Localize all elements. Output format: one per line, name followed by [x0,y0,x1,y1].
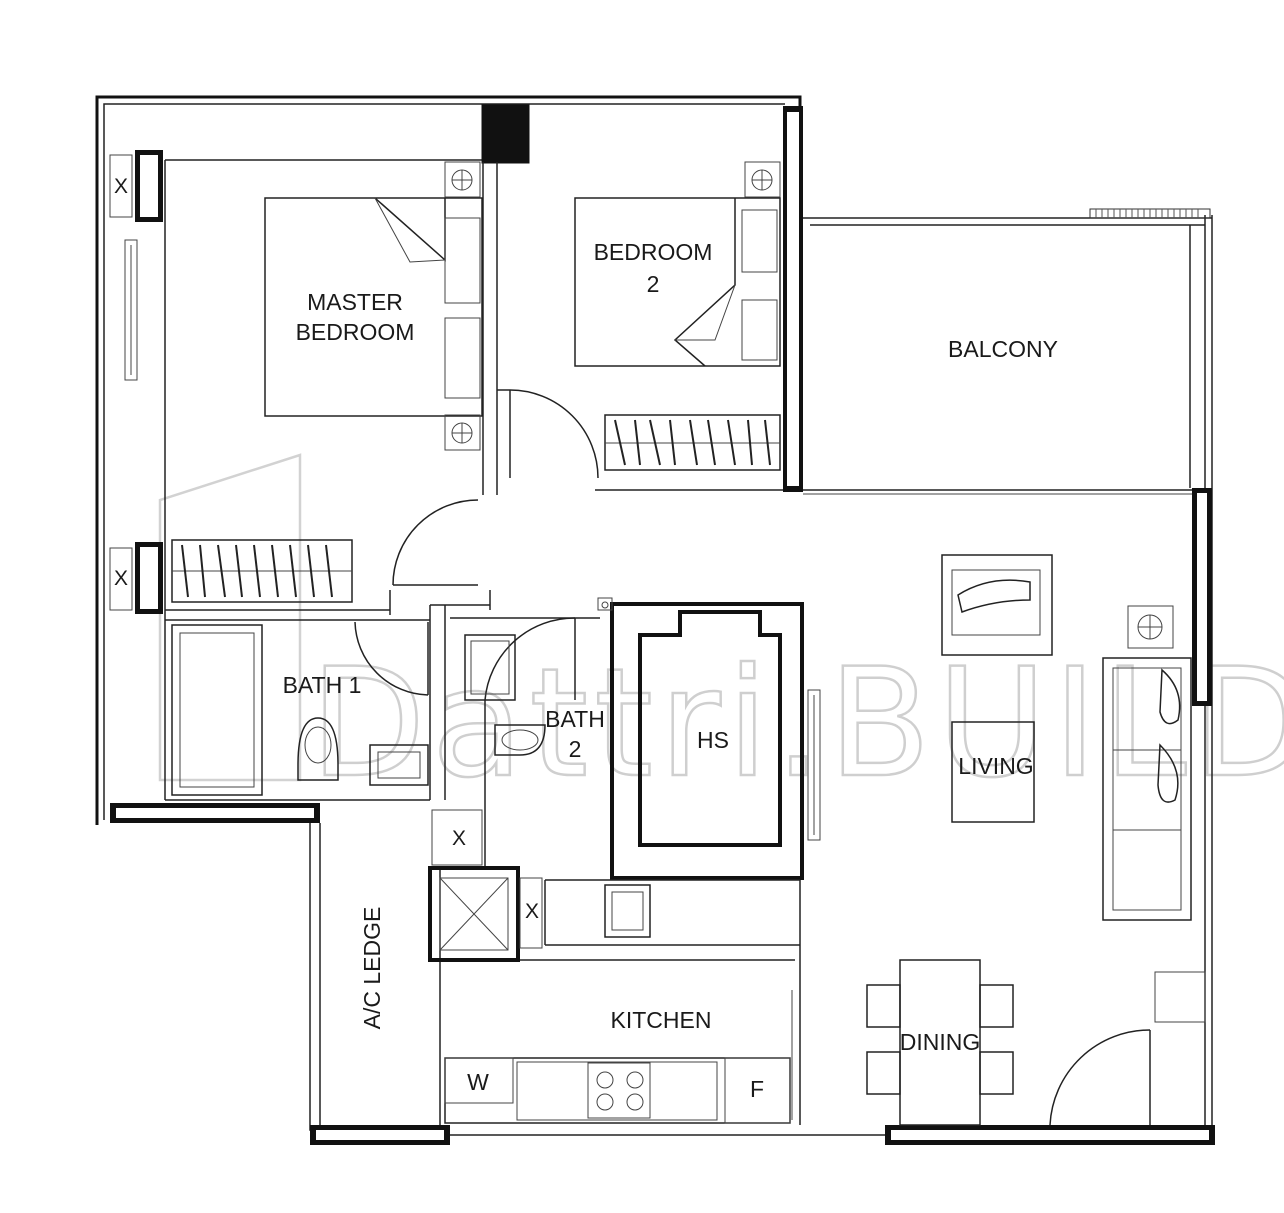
label-balcony: BALCONY [948,336,1058,362]
master-bed [264,197,483,417]
outer-walls: X X [95,95,1215,1145]
shaft-mark: X [525,900,539,923]
label-living: LIVING [958,753,1033,779]
room-labels: MASTER BEDROOM BEDROOM 2 BALCONY BATH 1 … [283,239,1058,1102]
watermark: Dattri.BUILD [158,453,1284,812]
internal-walls: X X [165,162,821,1125]
label-ac-ledge: A/C LEDGE [359,907,385,1030]
label-master-line1: MASTER [307,289,403,315]
shaft-mark: X [114,175,128,198]
label-fridge: F [750,1076,764,1102]
doors [354,389,1151,1126]
label-master-line2: BEDROOM [296,319,415,345]
watermark-text: Dattri.BUILD [310,637,1284,811]
label-hs: HS [697,727,729,753]
label-bedroom2-line2: 2 [647,271,660,297]
bath-2-toilet [494,724,546,756]
label-bath2-line2: 2 [569,736,582,762]
armchair [941,554,1053,656]
coffee-table [951,721,1035,823]
sofa [1102,657,1192,921]
label-bedroom2-line1: BEDROOM [594,239,713,265]
label-kitchen: KITCHEN [611,1007,712,1033]
bath-1-toilet [297,717,339,781]
shaft-mark: X [452,827,466,850]
bath-1-shower [171,624,263,796]
dining-table [899,959,981,1126]
shaft-mark: X [114,567,128,590]
label-bath2-line1: BATH [545,706,605,732]
label-washer: W [467,1069,489,1095]
furniture [171,161,1206,1126]
bedroom-2-bed [574,197,781,367]
label-bath-1: BATH 1 [283,672,362,698]
label-dining: DINING [900,1029,981,1055]
